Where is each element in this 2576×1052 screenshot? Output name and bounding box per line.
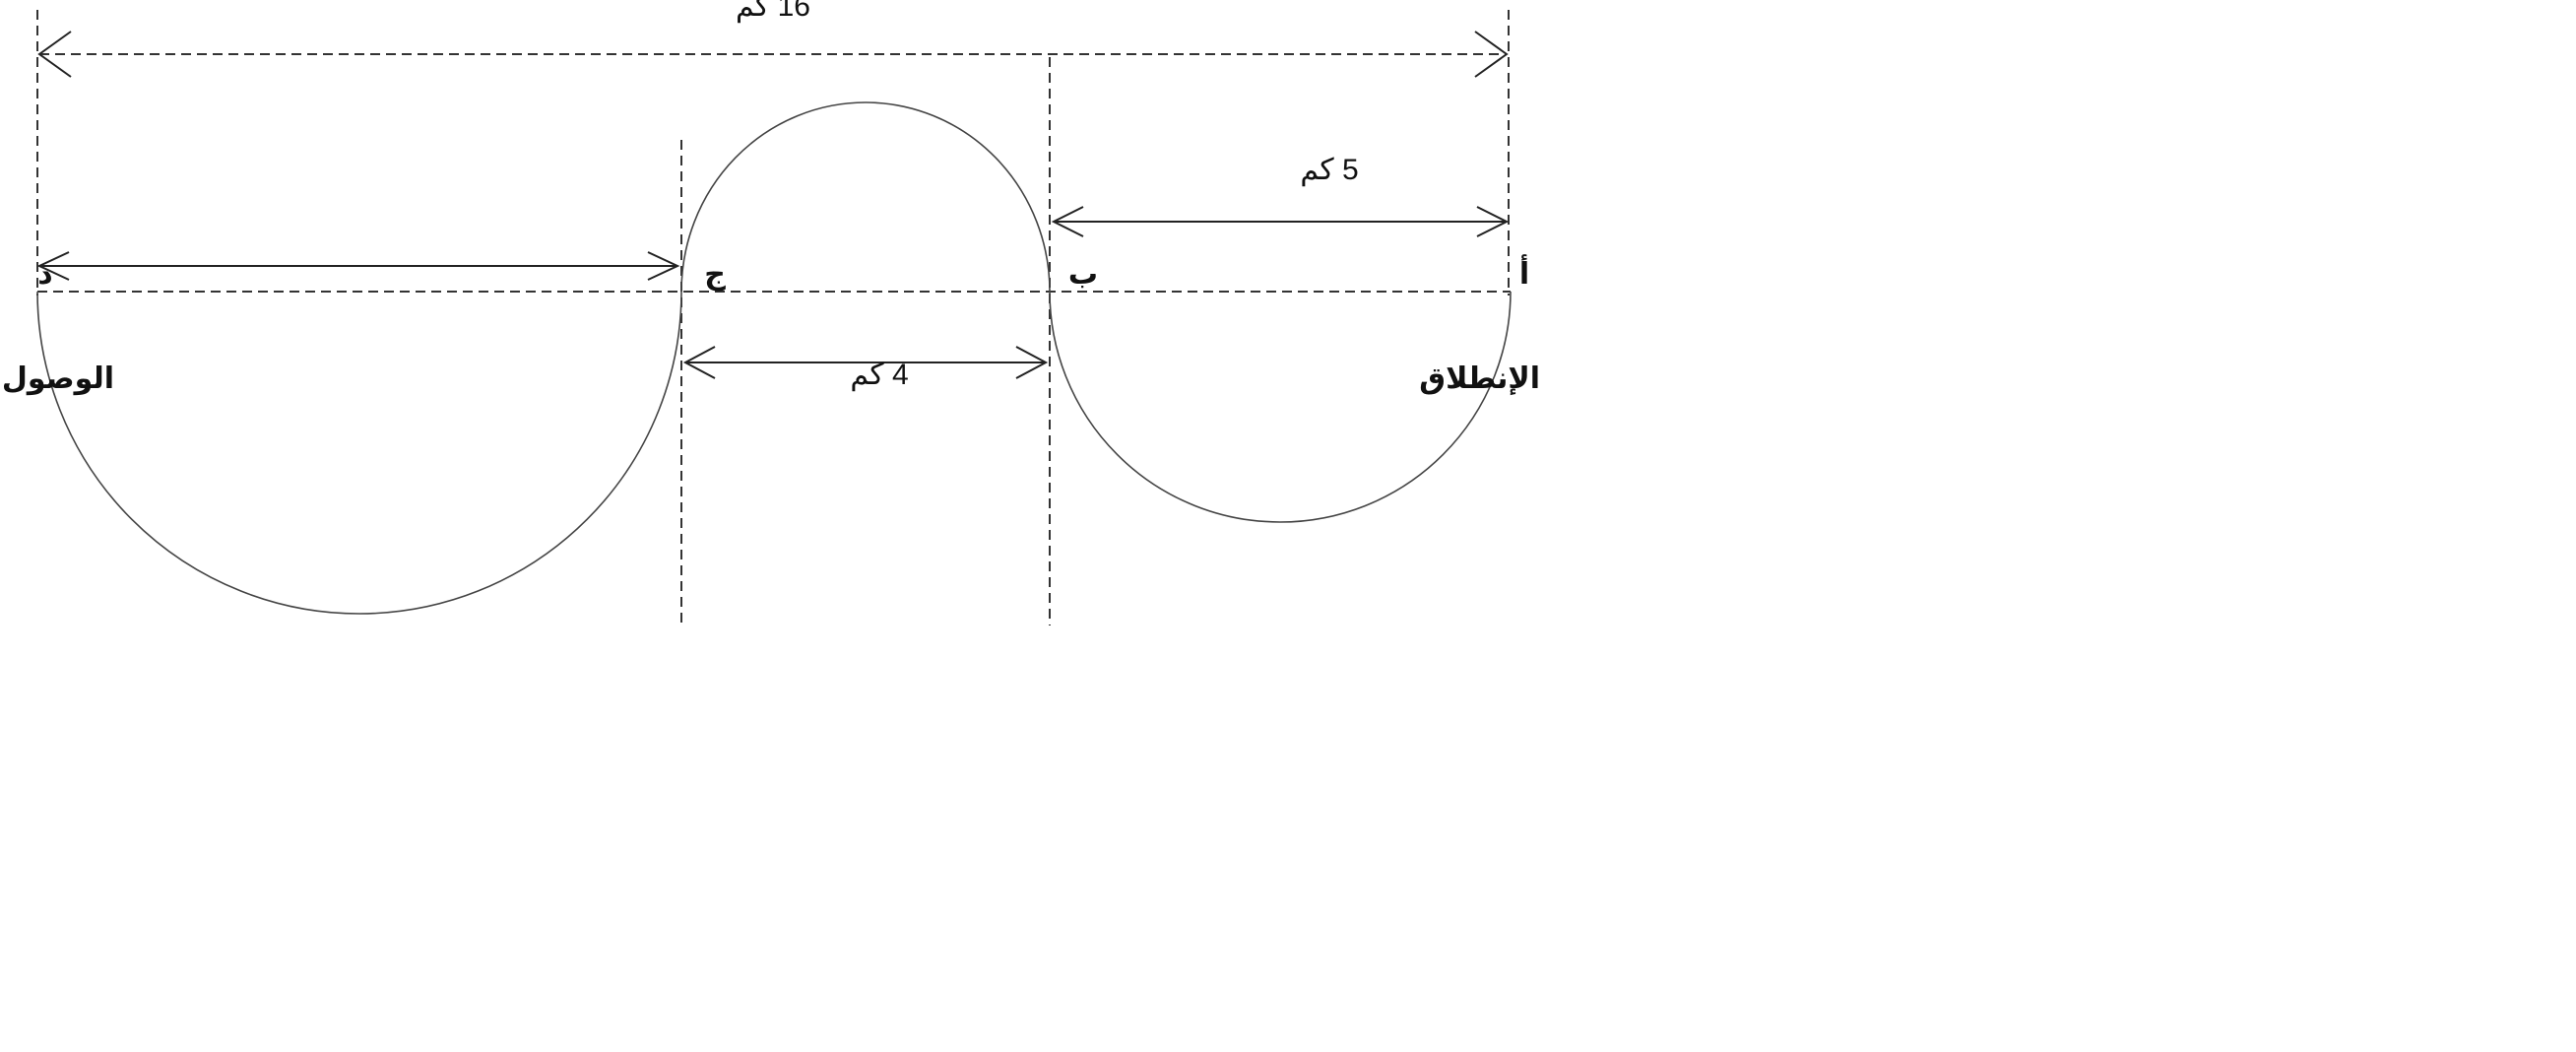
- point-d-label: د: [37, 258, 52, 291]
- point-a-label: أ: [1519, 254, 1529, 291]
- point-j-label: ج: [704, 258, 726, 291]
- bj-arrow-right-icon: [1015, 346, 1049, 379]
- ab-arrow-left-icon: [1051, 206, 1084, 237]
- arc-j-d: [36, 291, 682, 615]
- arrival-label: الوصول: [2, 362, 114, 395]
- point-b-label: ب: [1068, 258, 1098, 291]
- total-arrow-right-icon: [1474, 31, 1509, 78]
- distance-bj-label: 4 كم: [850, 359, 908, 392]
- bj-arrow-left-icon: [682, 346, 716, 379]
- route-diagram: 16 كم 5 كم 4 كم أ ب ج د الإنطلاق الوصول: [2, 0, 1540, 625]
- ab-arrow-right-icon: [1476, 206, 1510, 237]
- dj-arrow-right-icon: [647, 251, 680, 281]
- total-distance-label: 16 كم: [736, 0, 810, 24]
- start-label: الإنطلاق: [1419, 362, 1540, 395]
- distance-ab-label: 5 كم: [1300, 154, 1358, 187]
- arc-a-b: [1049, 291, 1512, 523]
- total-arrow-left-icon: [37, 31, 72, 78]
- arc-b-j: [680, 101, 1051, 293]
- dj-arrow-left-icon: [36, 251, 70, 281]
